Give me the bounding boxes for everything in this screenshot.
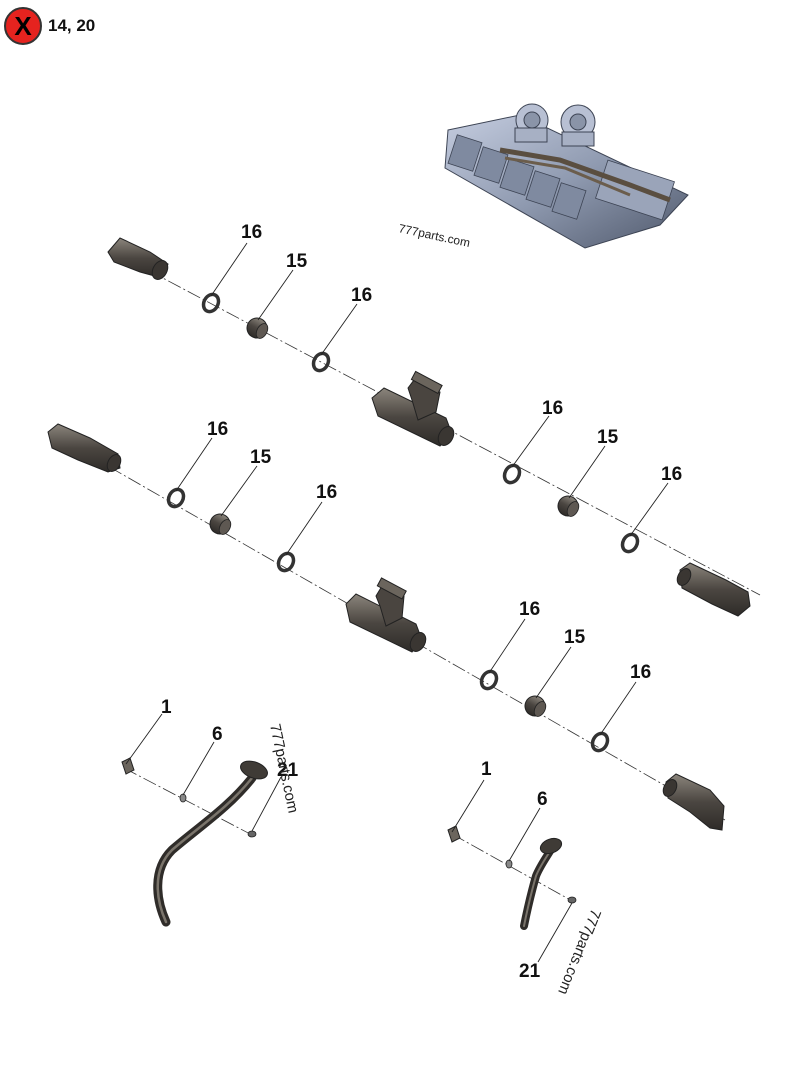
watermark-top: 777parts.com [397,221,471,250]
callout-lower-16d[interactable]: 16 [630,662,651,683]
callout-upper-16b[interactable]: 16 [351,285,372,306]
tube-left[interactable] [153,758,270,927]
seal-ring-upper-3[interactable] [502,463,523,485]
lower-leader-lines [175,437,637,736]
callout-lower-16b[interactable]: 16 [316,482,337,503]
clamp-right[interactable] [447,825,461,843]
right-pipe-leaders [451,779,573,963]
manifold-center-section-lower[interactable] [345,577,429,654]
tube-right[interactable] [520,836,564,930]
left-pipe-centerline [123,767,255,837]
seal-ring-lower-2[interactable] [276,551,297,573]
sleeve-lower-1[interactable] [206,510,233,537]
callout-upper-16c[interactable]: 16 [542,398,563,419]
clamp-left[interactable] [121,757,135,775]
callout-right-6[interactable]: 6 [537,789,548,810]
callout-right-1[interactable]: 1 [481,759,492,780]
upper-manifold-row: 16 15 16 16 15 16 [107,222,761,617]
right-pipe-assembly: 1 6 21 [447,759,577,982]
callout-lower-16c[interactable]: 16 [519,599,540,620]
bolt-left[interactable] [247,830,257,838]
callout-right-21[interactable]: 21 [519,961,541,982]
upper-leader-lines [210,242,669,537]
sleeve-lower-2[interactable] [521,692,548,719]
seal-ring-lower-1[interactable] [166,487,187,509]
washer-left[interactable] [179,793,187,803]
manifold-end-section-upper-right[interactable] [674,562,751,617]
callout-lower-15b[interactable]: 15 [564,627,586,648]
callout-left-6[interactable]: 6 [212,724,223,745]
seal-ring-upper-4[interactable] [620,532,641,554]
exclusion-badge[interactable]: X [4,7,42,45]
callout-left-21[interactable]: 21 [277,760,299,781]
callout-left-1[interactable]: 1 [161,697,172,718]
left-pipe-assembly: 1 6 21 [121,697,299,927]
seal-ring-lower-4[interactable] [590,731,611,753]
callout-upper-16d[interactable]: 16 [661,464,682,485]
exclusion-refs: 14, 20 [48,16,96,35]
callout-upper-15b[interactable]: 15 [597,427,619,448]
bolt-right[interactable] [567,896,577,904]
seal-ring-upper-1[interactable] [201,292,222,314]
sleeve-upper-2[interactable] [554,492,581,519]
sleeve-upper-1[interactable] [243,314,270,341]
lower-manifold-row: 16 15 16 16 15 16 [47,419,726,831]
manifold-end-section-upper-left[interactable] [107,237,171,282]
washer-right[interactable] [505,859,513,869]
left-pipe-leaders [125,713,282,832]
manifold-end-section-lower-right[interactable] [660,773,725,831]
seal-ring-upper-2[interactable] [311,351,332,373]
exclusion-note: X 14, 20 [4,6,95,46]
x-icon: X [14,11,32,41]
callout-upper-15a[interactable]: 15 [286,251,308,272]
seal-ring-lower-3[interactable] [479,669,500,691]
manifold-center-section-upper[interactable] [371,370,457,448]
callout-lower-16a[interactable]: 16 [207,419,228,440]
right-pipe-centerline [451,833,575,903]
callout-upper-16a[interactable]: 16 [241,222,262,243]
callout-lower-15a[interactable]: 15 [250,447,272,468]
engine-assembly-illustration [444,103,689,249]
manifold-end-section-lower-left[interactable] [47,423,124,474]
